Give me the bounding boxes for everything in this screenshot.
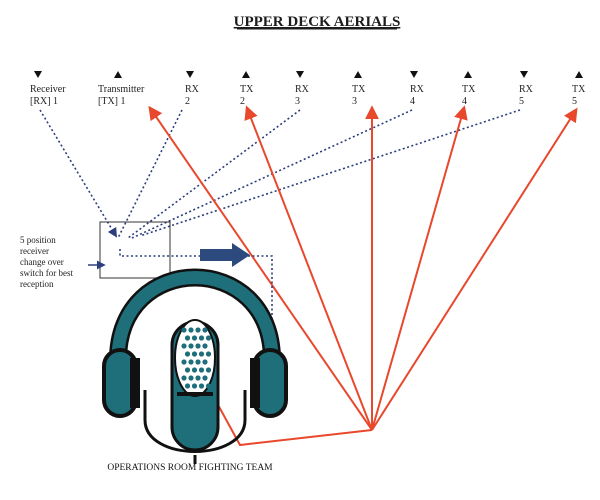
aerial-label: RX [519,84,534,95]
diagram-title: UPPER DECK AERIALS [234,14,401,30]
up-arrow-icon [575,71,583,78]
footer-caption: OPERATIONS ROOM FIGHTING TEAM [107,463,273,473]
grille-dot [198,383,205,389]
aerial-label: RX [185,84,200,95]
grille-dot [188,359,194,365]
aerial-label: TX [462,84,476,95]
switch-note-line: reception [20,279,54,289]
signal-flow-arrow [200,243,250,267]
grille-dot [181,327,187,333]
changeover-switch-box [99,221,171,279]
grille-dot [191,351,198,357]
grille-dot [205,383,212,389]
aerial-number: 2 [185,96,190,107]
grille-dot [184,383,191,389]
receiver-line [117,109,183,239]
transmitter-line [244,105,373,431]
grille-dot [184,351,191,357]
receiver-line [139,109,521,237]
aerial-number: [TX] 1 [98,96,126,107]
down-arrow-icon [410,71,418,78]
grille-dot [184,367,191,373]
grille-dot [181,359,187,365]
down-arrow-icon [34,71,42,78]
grille-dot [202,375,208,381]
aerial-label: TX [352,84,366,95]
aerial-label: RX [295,84,310,95]
aerial-number: 3 [352,96,357,107]
transmitter-line [371,107,578,431]
aerial-label: RX [410,84,425,95]
grille-dot [191,383,198,389]
up-arrow-icon [242,71,250,78]
grille-dot [202,343,208,349]
aerial-number: [RX] 1 [30,96,58,107]
aerial-number: 2 [240,96,245,107]
aerial-number: 4 [462,96,467,107]
grille-dot [198,367,205,373]
grille-dot [181,343,187,349]
down-arrow-icon [296,71,304,78]
aerial-label: TX [572,84,586,95]
receiver-line [39,109,117,238]
grille-dot [195,327,201,333]
grille-dot [188,327,194,333]
transmitter-line [371,105,468,431]
grille-dot [198,335,205,341]
switch-note: 5 position receiver change over switch f… [20,235,75,289]
switch-note-line: change over [20,257,64,267]
aerial-label: Receiver [30,84,66,95]
headphones-icon [102,268,288,418]
down-arrow-icon [520,71,528,78]
grille-dot [195,343,201,349]
grille-dot [195,375,201,381]
grille-dot [205,351,212,357]
grille-dot [198,351,205,357]
grille-dot [188,343,194,349]
aerial-label: TX [240,84,254,95]
switch-note-line: receiver [20,246,49,256]
grille-dot [195,359,201,365]
grille-dot [191,367,198,373]
down-arrow-icon [186,71,194,78]
microphone-icon [143,319,247,464]
aerial-label: Transmitter [98,84,145,95]
grille-dot [205,335,212,341]
microphone-grille [181,327,212,389]
grille-dot [202,327,208,333]
transmitter-signal-lines [148,105,578,447]
switch-to-headset-line [119,249,273,350]
switch-note-line: switch for best [20,268,73,278]
up-arrow-icon [354,71,362,78]
receiver-line [127,109,301,239]
aerial-number: 5 [572,96,577,107]
transmitter-line [148,105,373,431]
receiver-signal-lines [39,109,521,239]
up-arrow-icon [464,71,472,78]
grille-dot [202,359,208,365]
switch-note-line: 5 position [20,235,56,245]
grille-dot [188,375,194,381]
aerial-number: 5 [519,96,524,107]
aerial-number: 4 [410,96,415,107]
up-arrow-icon [114,71,122,78]
grille-dot [181,375,187,381]
grille-dot [191,335,198,341]
grille-dot [184,335,191,341]
grille-dot [205,367,212,373]
aerial-number: 3 [295,96,300,107]
